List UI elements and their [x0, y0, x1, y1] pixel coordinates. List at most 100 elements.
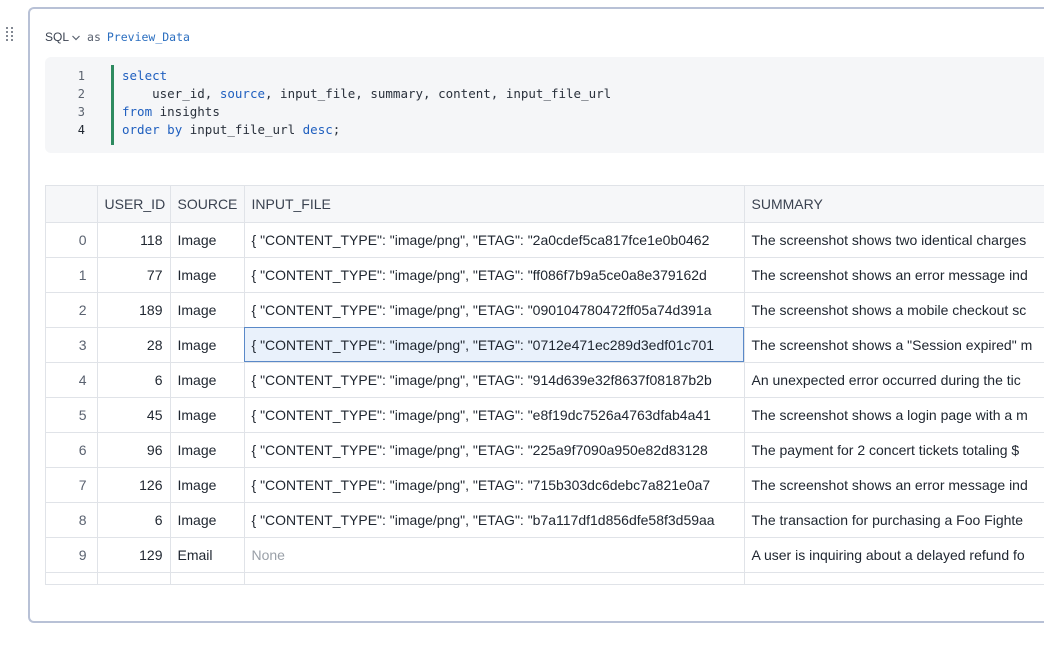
user-id-cell[interactable]: 129: [97, 537, 171, 573]
partial-cell: [170, 572, 245, 584]
code-area[interactable]: select user_id, source, input_file, summ…: [122, 67, 611, 139]
user-id-cell[interactable]: 96: [97, 432, 171, 468]
language-label: SQL: [45, 30, 70, 44]
summary-cell[interactable]: The screenshot shows an error message in…: [744, 257, 1044, 293]
source-cell[interactable]: Image: [170, 292, 245, 328]
input-file-cell[interactable]: { "CONTENT_TYPE": "image/png", "ETAG": "…: [244, 397, 745, 433]
input-file-cell[interactable]: { "CONTENT_TYPE": "image/png", "ETAG": "…: [244, 502, 745, 538]
source-cell[interactable]: Image: [170, 362, 245, 398]
user-id-cell[interactable]: 28: [97, 327, 171, 363]
input-file-cell[interactable]: { "CONTENT_TYPE": "image/png", "ETAG": "…: [244, 467, 745, 503]
line-number: 1: [77, 69, 85, 83]
input-file-cell[interactable]: { "CONTENT_TYPE": "image/png", "ETAG": "…: [244, 432, 745, 468]
summary-cell[interactable]: The screenshot shows a mobile checkout s…: [744, 292, 1044, 328]
input-file-cell[interactable]: { "CONTENT_TYPE": "image/png", "ETAG": "…: [244, 362, 745, 398]
sql-text: ;: [332, 122, 341, 137]
row-index-cell[interactable]: 3: [46, 327, 98, 363]
partial-cell: [744, 572, 1044, 584]
column-header-summary[interactable]: SUMMARY: [744, 186, 1044, 223]
source-cell[interactable]: Image: [170, 222, 245, 258]
summary-cell[interactable]: A user is inquiring about a delayed refu…: [744, 537, 1044, 573]
row-index-cell[interactable]: 6: [46, 432, 98, 468]
source-cell[interactable]: Email: [170, 537, 245, 573]
sql-keyword: desc: [302, 122, 333, 137]
sql-text: input_file_url: [182, 122, 303, 137]
table-row-partial: [46, 572, 1044, 584]
code-line: user_id, source, input_file, summary, co…: [122, 85, 611, 103]
source-cell[interactable]: Image: [170, 467, 245, 503]
row-index-cell[interactable]: 0: [46, 222, 98, 258]
input-file-cell[interactable]: { "CONTENT_TYPE": "image/png", "ETAG": "…: [244, 327, 745, 363]
input-file-cell[interactable]: { "CONTENT_TYPE": "image/png", "ETAG": "…: [244, 222, 745, 258]
row-index-cell[interactable]: 2: [46, 292, 98, 328]
row-index-cell[interactable]: 8: [46, 502, 98, 538]
user-id-cell[interactable]: 126: [97, 467, 171, 503]
user-id-cell[interactable]: 118: [97, 222, 171, 258]
sql-keyword: order: [122, 122, 160, 137]
summary-cell[interactable]: The screenshot shows a login page with a…: [744, 397, 1044, 433]
line-number: 3: [77, 105, 85, 119]
source-cell[interactable]: Image: [170, 327, 245, 363]
partial-cell: [97, 572, 171, 584]
summary-cell[interactable]: The screenshot shows two identical charg…: [744, 222, 1044, 258]
source-cell[interactable]: Image: [170, 397, 245, 433]
user-id-cell[interactable]: 45: [97, 397, 171, 433]
row-index-cell[interactable]: 1: [46, 257, 98, 293]
row-index-cell[interactable]: 9: [46, 537, 98, 573]
user-id-cell[interactable]: 77: [97, 257, 171, 293]
summary-cell[interactable]: The payment for 2 concert tickets totali…: [744, 432, 1044, 468]
as-keyword: as: [87, 30, 101, 44]
column-header-user-id[interactable]: USER_ID: [97, 186, 171, 223]
summary-cell[interactable]: The screenshot shows a "Session expired"…: [744, 327, 1044, 363]
sql-keyword: by: [167, 122, 183, 137]
input-file-cell[interactable]: { "CONTENT_TYPE": "image/png", "ETAG": "…: [244, 292, 745, 328]
row-index-cell[interactable]: 4: [46, 362, 98, 398]
sql-keyword: from: [122, 104, 153, 119]
active-cell-indicator: [111, 65, 114, 145]
sql-text: insights: [152, 104, 220, 119]
row-index-cell[interactable]: 5: [46, 397, 98, 433]
summary-cell[interactable]: The transaction for purchasing a Foo Fig…: [744, 502, 1044, 538]
source-cell[interactable]: Image: [170, 432, 245, 468]
column-header-input-file[interactable]: INPUT_FILE: [244, 186, 745, 223]
user-id-cell[interactable]: 189: [97, 292, 171, 328]
drag-handle-icon[interactable]: [6, 27, 16, 43]
column-header-source[interactable]: SOURCE: [170, 186, 245, 223]
source-cell[interactable]: Image: [170, 257, 245, 293]
cell-name[interactable]: Preview_Data: [106, 30, 190, 44]
line-number: 2: [77, 87, 85, 101]
input-file-cell[interactable]: { "CONTENT_TYPE": "image/png", "ETAG": "…: [244, 257, 745, 293]
partial-cell: [244, 572, 745, 584]
summary-cell[interactable]: An unexpected error occurred during the …: [744, 362, 1044, 398]
line-number: 4: [77, 123, 85, 137]
input-file-cell[interactable]: None: [244, 537, 745, 573]
summary-cell[interactable]: The screenshot shows an error message in…: [744, 467, 1044, 503]
partial-cell: [46, 572, 98, 584]
user-id-cell[interactable]: 6: [97, 502, 171, 538]
index-column-header[interactable]: [46, 186, 98, 223]
cell-header: SQL as Preview_Data: [45, 29, 190, 45]
sql-text: user_id,: [122, 86, 220, 101]
row-index-cell[interactable]: 7: [46, 467, 98, 503]
line-number-gutter: 1 2 3 4: [45, 67, 85, 139]
language-select[interactable]: SQL: [45, 30, 81, 44]
code-editor[interactable]: 1 2 3 4 select user_id, source, input_file,…: [45, 57, 1044, 153]
code-line: order by input_file_url desc;: [122, 121, 611, 139]
sql-keyword: select: [122, 68, 168, 83]
sql-keyword: source: [219, 86, 265, 101]
source-cell[interactable]: Image: [170, 502, 245, 538]
user-id-cell[interactable]: 6: [97, 362, 171, 398]
